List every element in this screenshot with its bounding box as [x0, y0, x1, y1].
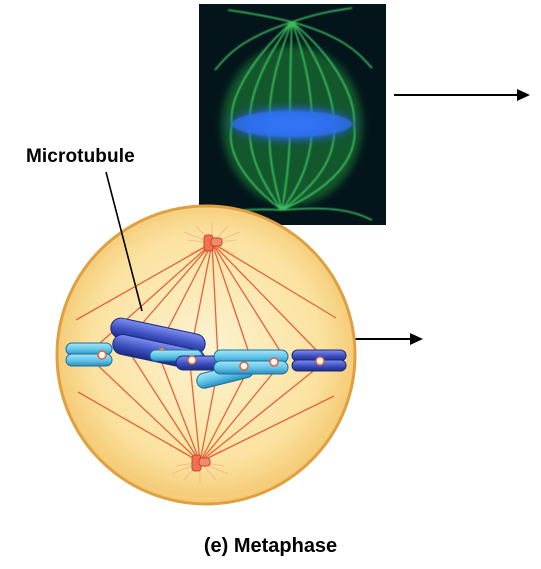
- arrow-cell: [350, 333, 423, 345]
- cell-illustration: [57, 206, 355, 504]
- figure-caption: (e) Metaphase: [0, 535, 541, 558]
- chromosome-1: [66, 343, 112, 366]
- micrograph: [199, 4, 386, 225]
- chromosome-5: [292, 350, 346, 371]
- microtubule-label: Microtubule: [26, 146, 135, 168]
- arrow-micrograph: [394, 89, 530, 101]
